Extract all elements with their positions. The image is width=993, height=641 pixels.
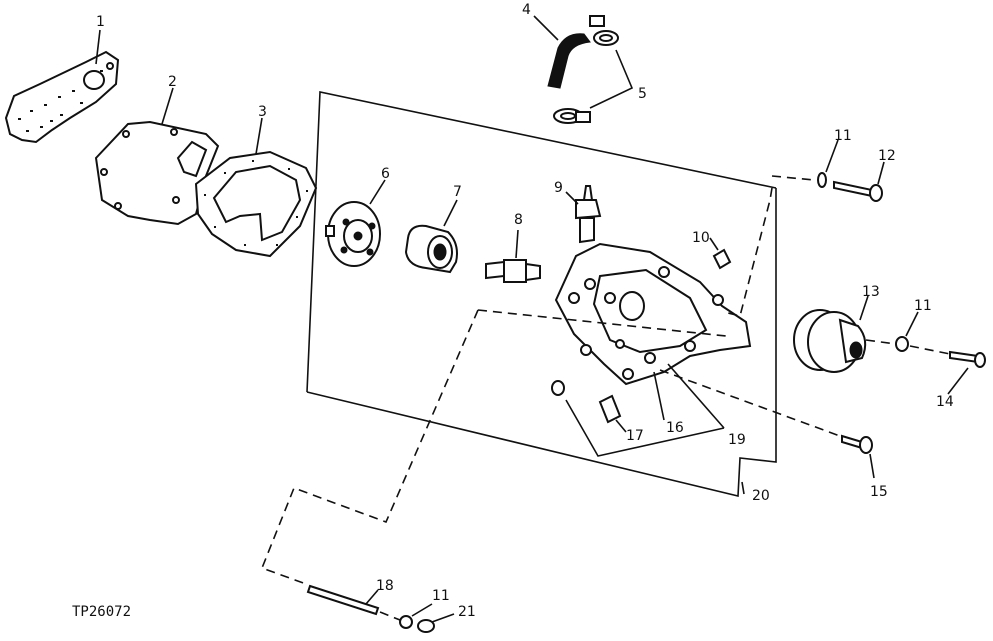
- callout-17: 17: [626, 428, 644, 444]
- callout-11-right: 11: [914, 298, 932, 314]
- callout-labels: 1 2 3 4 5 6 7 8 9 10 11 12 13 11 14 15 1…: [96, 2, 954, 620]
- callout-14: 14: [936, 394, 954, 410]
- part-13-pulley-hub: [793, 309, 867, 373]
- part-4-bypass-hose: [547, 33, 591, 89]
- part-11-washer-top: [817, 172, 827, 188]
- part-11-washer-bottom: [399, 615, 413, 629]
- callout-4: 4: [522, 2, 531, 18]
- callout-1: 1: [96, 14, 105, 30]
- part-10-plug: [712, 248, 732, 270]
- part-6-impeller: [325, 201, 381, 267]
- callout-6: 6: [381, 166, 390, 182]
- part-21-nut: [417, 619, 435, 633]
- part-3-pump-gasket: [194, 150, 318, 258]
- part-18-stud: [306, 584, 380, 616]
- part-5-hose-clamps: [553, 15, 619, 124]
- part-2-cover-plate: [94, 120, 220, 226]
- callout-21: 21: [458, 604, 476, 620]
- part-11-washer-right: [895, 336, 909, 352]
- part-7-seal: [404, 224, 458, 274]
- callout-7: 7: [453, 184, 462, 200]
- part-19-plug: [551, 380, 565, 396]
- callout-10: 10: [692, 230, 710, 246]
- callout-9: 9: [554, 180, 563, 196]
- callout-2: 2: [168, 74, 177, 90]
- part-9-fitting: [575, 185, 602, 244]
- callout-12: 12: [878, 148, 896, 164]
- part-8-pump-shaft: [485, 259, 541, 283]
- alignment-dashed-lines: [260, 175, 951, 621]
- reference-number: TP26072: [72, 604, 131, 620]
- callout-15: 15: [870, 484, 888, 500]
- callout-11-top: 11: [834, 128, 852, 144]
- leader-lines: [95, 15, 969, 623]
- callout-13: 13: [862, 284, 880, 300]
- callout-3: 3: [258, 104, 267, 120]
- part-12-capscrew: [833, 180, 883, 202]
- mounting-panel-outline: [306, 91, 777, 498]
- callout-8: 8: [514, 212, 523, 228]
- callout-20: 20: [752, 488, 770, 504]
- callout-5: 5: [638, 86, 647, 102]
- part-14-capscrew: [949, 350, 986, 368]
- callout-16: 16: [666, 420, 684, 436]
- part-1-gasket: [4, 50, 120, 144]
- callout-18: 18: [376, 578, 394, 594]
- callout-19: 19: [728, 432, 746, 448]
- callout-11-bottom: 11: [432, 588, 450, 604]
- part-17-plug: [598, 394, 622, 424]
- part-15-capscrew: [841, 434, 873, 454]
